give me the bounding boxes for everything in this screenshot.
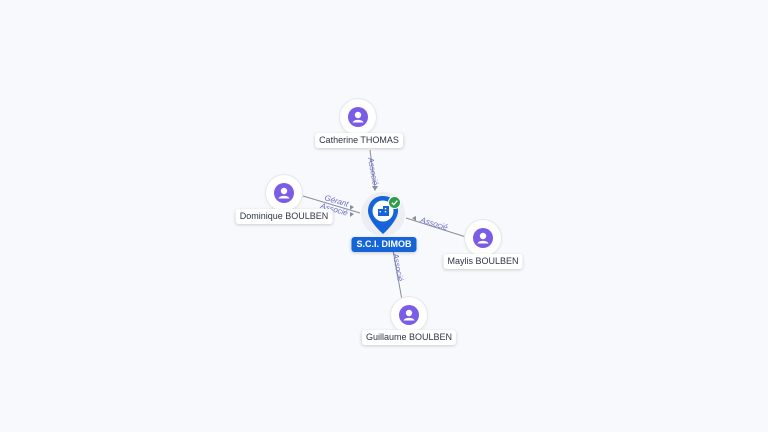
- person-icon: [399, 305, 419, 325]
- edge-dominique-boulben: [302, 195, 361, 214]
- person-icon: [274, 183, 294, 203]
- edge-arrow: [372, 186, 378, 191]
- edge-arrow: [350, 212, 354, 217]
- person-name-label[interactable]: Catherine THOMAS: [315, 133, 403, 148]
- person-name-label[interactable]: Maylis BOULBEN: [443, 254, 523, 269]
- person-node[interactable]: [391, 297, 427, 333]
- edge-maylis-boulben: [405, 217, 467, 238]
- edge-label: Associé: [366, 156, 380, 187]
- building-icon: [378, 206, 389, 216]
- person-node[interactable]: [266, 175, 302, 211]
- edge-label: Associé: [418, 215, 449, 232]
- check-icon: [388, 196, 401, 209]
- person-name-label[interactable]: Guillaume BOULBEN: [361, 330, 457, 345]
- edge-arrow: [412, 216, 416, 221]
- company-name-label[interactable]: S.C.I. DIMOB: [351, 237, 417, 252]
- person-icon: [348, 107, 368, 127]
- person-name-label[interactable]: Dominique BOULBEN: [235, 209, 333, 224]
- person-node[interactable]: [465, 220, 501, 256]
- edge-label: Associé: [391, 252, 405, 283]
- edge-guillaume-boulben: [392, 249, 403, 301]
- edge-arrow: [350, 205, 354, 210]
- person-node[interactable]: [340, 99, 376, 135]
- edge-catherine-thomas: [369, 149, 376, 189]
- person-icon: [473, 228, 493, 248]
